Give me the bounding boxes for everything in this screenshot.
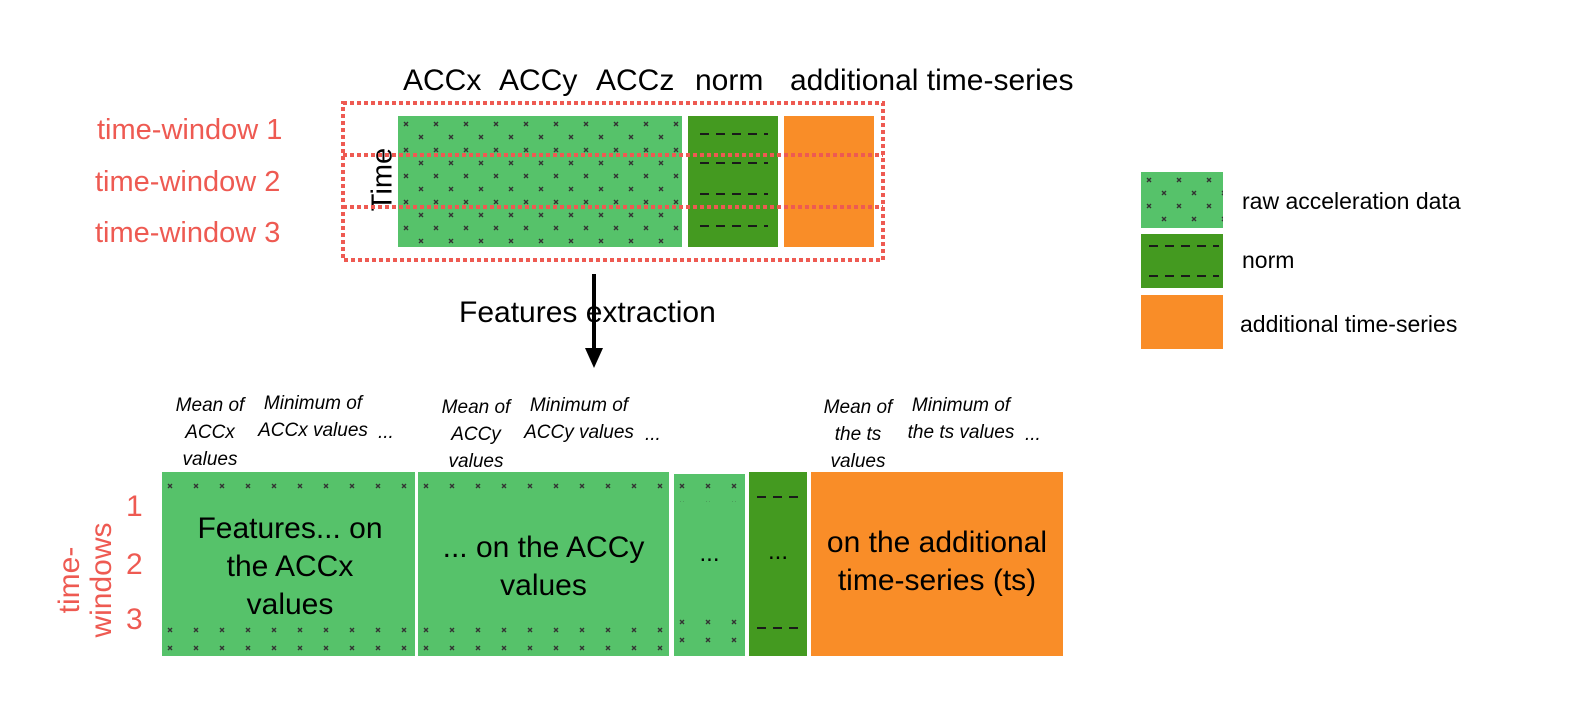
legend-swatch-raw [1141, 172, 1223, 228]
feature-header-mean-accx: Mean of ACCx values [175, 395, 245, 470]
norm-dash-pattern [700, 133, 768, 227]
accx-top-hatch [162, 478, 415, 500]
legend-label-ts: additional time-series [1240, 311, 1458, 337]
accy-bottom-hatch [418, 622, 669, 652]
accy-top-hatch [418, 478, 669, 500]
other-top-hatch [674, 478, 745, 502]
extraction-arrow [585, 274, 603, 368]
legend-swatch-ts [1141, 295, 1223, 349]
ts-features-text: on the additional time-series (ts) [826, 526, 1048, 597]
other-hatched-text: ... [699, 540, 720, 567]
time-window-label-1: time-window 1 [97, 114, 283, 146]
other-hatched-block: ... [674, 474, 745, 656]
feature-header-min-accy: Minimum of ACCy values [524, 395, 634, 443]
ts-features-block: on the additional time-series (ts) [811, 472, 1063, 656]
feature-header-mean-accy: Mean of ACCy values [441, 397, 511, 472]
feature-header-min-accx: Minimum of ACCx values [258, 393, 368, 441]
accy-features-text: ... on the ACCy values [442, 531, 645, 602]
row-number-3: 3 [126, 603, 143, 636]
time-window-label-3: time-window 3 [95, 217, 281, 249]
header-accy: ACCy [499, 64, 578, 97]
header-norm: norm [695, 64, 764, 97]
accx-features-block: Features... on the ACCx values [162, 472, 415, 656]
norm-features-dash-pattern [757, 496, 805, 629]
row-number-1: 1 [126, 490, 143, 523]
accy-features-block: ... on the ACCy values [418, 472, 669, 656]
legend-swatch-norm [1141, 234, 1223, 288]
legend-label-norm: norm [1242, 247, 1295, 273]
header-additional-ts: additional time-series [790, 64, 1074, 97]
additional-ts-block [784, 116, 874, 247]
other-bottom-hatch [674, 614, 745, 654]
norm-block [688, 116, 778, 247]
header-accz: ACCz [596, 64, 675, 97]
arrow-label: Features extraction [459, 296, 716, 329]
time-window-frame [341, 101, 885, 262]
header-accx: ACCx [403, 64, 482, 97]
feature-header-more-accx: ... [378, 422, 394, 443]
feature-header-more-ts: ... [1025, 424, 1041, 445]
norm-features-text: ... [767, 538, 788, 565]
legend-label-raw: raw acceleration data [1242, 188, 1461, 214]
time-windows-axis-label: time-windows [53, 522, 118, 638]
row-number-2: 2 [126, 548, 143, 581]
norm-features-block: ... [749, 472, 807, 656]
feature-header-more-accy: ... [645, 424, 661, 445]
time-window-label-2: time-window 2 [95, 166, 281, 198]
feature-header-min-ts: Minimum of the ts values [907, 395, 1015, 443]
accx-bottom-hatch [162, 622, 415, 652]
raw-acceleration-block [398, 116, 682, 247]
accx-features-text: Features... on the ACCx values [197, 512, 383, 621]
legend-norm-dash-pattern [1149, 245, 1219, 277]
feature-header-mean-ts: Mean of the ts values [823, 397, 893, 472]
